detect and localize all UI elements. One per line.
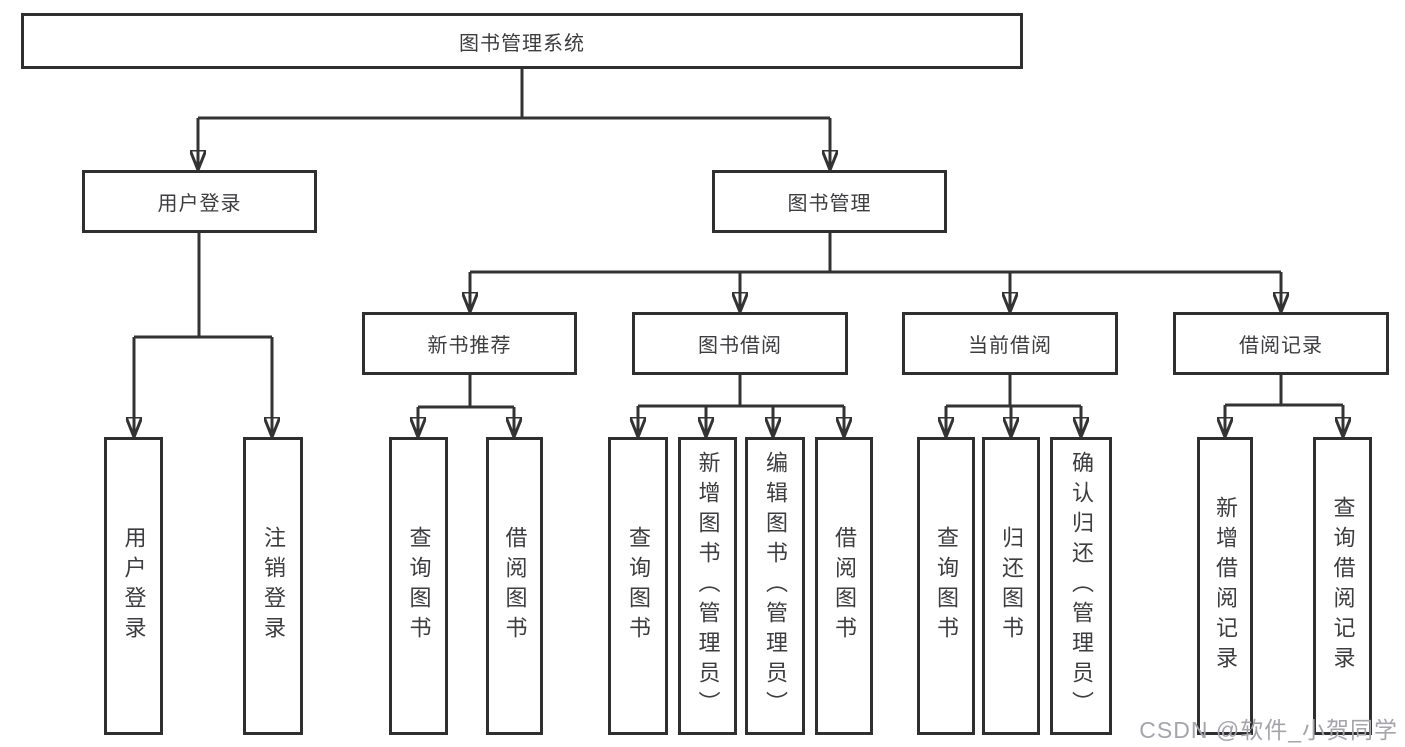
leaf-query-borrow-record: 查询借阅记录 bbox=[1313, 437, 1372, 735]
node-user-login-module: 用户登录 bbox=[82, 170, 317, 233]
wire-root-stem bbox=[198, 69, 830, 120]
wire-recommend-stem bbox=[418, 375, 514, 409]
node-label: 新书推荐 bbox=[427, 335, 512, 357]
node-label: 借阅图书 bbox=[832, 526, 857, 646]
node-label: 编辑图书（管理员） bbox=[763, 451, 788, 721]
node-label: 用户登录 bbox=[121, 526, 147, 646]
node-label: 借阅图书 bbox=[502, 526, 528, 646]
node-new-book-recommend: 新书推荐 bbox=[362, 312, 577, 375]
node-label: 图书管理系统 bbox=[459, 32, 585, 55]
node-label: 新增图书（管理员） bbox=[695, 451, 721, 721]
node-label: 用户登录 bbox=[157, 193, 242, 215]
leaf-edit-book-admin: 编辑图书（管理员） bbox=[745, 437, 805, 735]
node-label: 注销登录 bbox=[261, 526, 286, 646]
wire-borrow-stem bbox=[638, 375, 844, 408]
leaf-borrow-book: 借阅图书 bbox=[815, 437, 873, 735]
node-library-management-system: 图书管理系统 bbox=[21, 13, 1023, 69]
node-borrow-records: 借阅记录 bbox=[1173, 312, 1389, 375]
leaf-query-books-current: 查询图书 bbox=[917, 437, 975, 735]
wire-userlogin-stem bbox=[134, 233, 272, 339]
node-label: 图书管理 bbox=[787, 193, 872, 215]
node-label: 当前借阅 bbox=[968, 335, 1052, 357]
node-label: 借阅记录 bbox=[1239, 335, 1323, 357]
leaf-logout: 注销登录 bbox=[243, 437, 303, 735]
node-current-borrow: 当前借阅 bbox=[902, 312, 1118, 375]
leaf-query-books-recommend: 查询图书 bbox=[389, 437, 448, 735]
node-label: 新增借阅记录 bbox=[1213, 496, 1238, 676]
node-label: 图书借阅 bbox=[698, 335, 782, 357]
node-book-borrow: 图书借阅 bbox=[632, 312, 848, 375]
leaf-return-book: 归还图书 bbox=[982, 437, 1040, 735]
wire-current-stem bbox=[946, 375, 1081, 408]
node-label: 查询借阅记录 bbox=[1330, 496, 1356, 676]
node-label: 查询图书 bbox=[406, 526, 432, 646]
leaf-add-book-admin: 新增图书（管理员） bbox=[678, 437, 737, 735]
node-label: 查询图书 bbox=[934, 526, 959, 646]
leaf-confirm-return-admin: 确认归还（管理员） bbox=[1050, 437, 1112, 735]
node-label: 确认归还（管理员） bbox=[1069, 451, 1094, 721]
leaf-user-login: 用户登录 bbox=[104, 437, 163, 735]
leaf-borrow-books-recommend: 借阅图书 bbox=[486, 437, 543, 735]
node-label: 查询图书 bbox=[626, 526, 651, 646]
csdn-watermark: CSDN @软件_小贺同学 bbox=[1139, 717, 1398, 743]
wire-records-stem bbox=[1225, 375, 1343, 407]
node-label: 归还图书 bbox=[999, 526, 1024, 646]
node-book-management-module: 图书管理 bbox=[712, 170, 947, 233]
leaf-add-borrow-record: 新增借阅记录 bbox=[1197, 437, 1253, 735]
leaf-query-books-borrow: 查询图书 bbox=[608, 437, 668, 735]
wire-bookmgmt-stem bbox=[470, 233, 1281, 274]
